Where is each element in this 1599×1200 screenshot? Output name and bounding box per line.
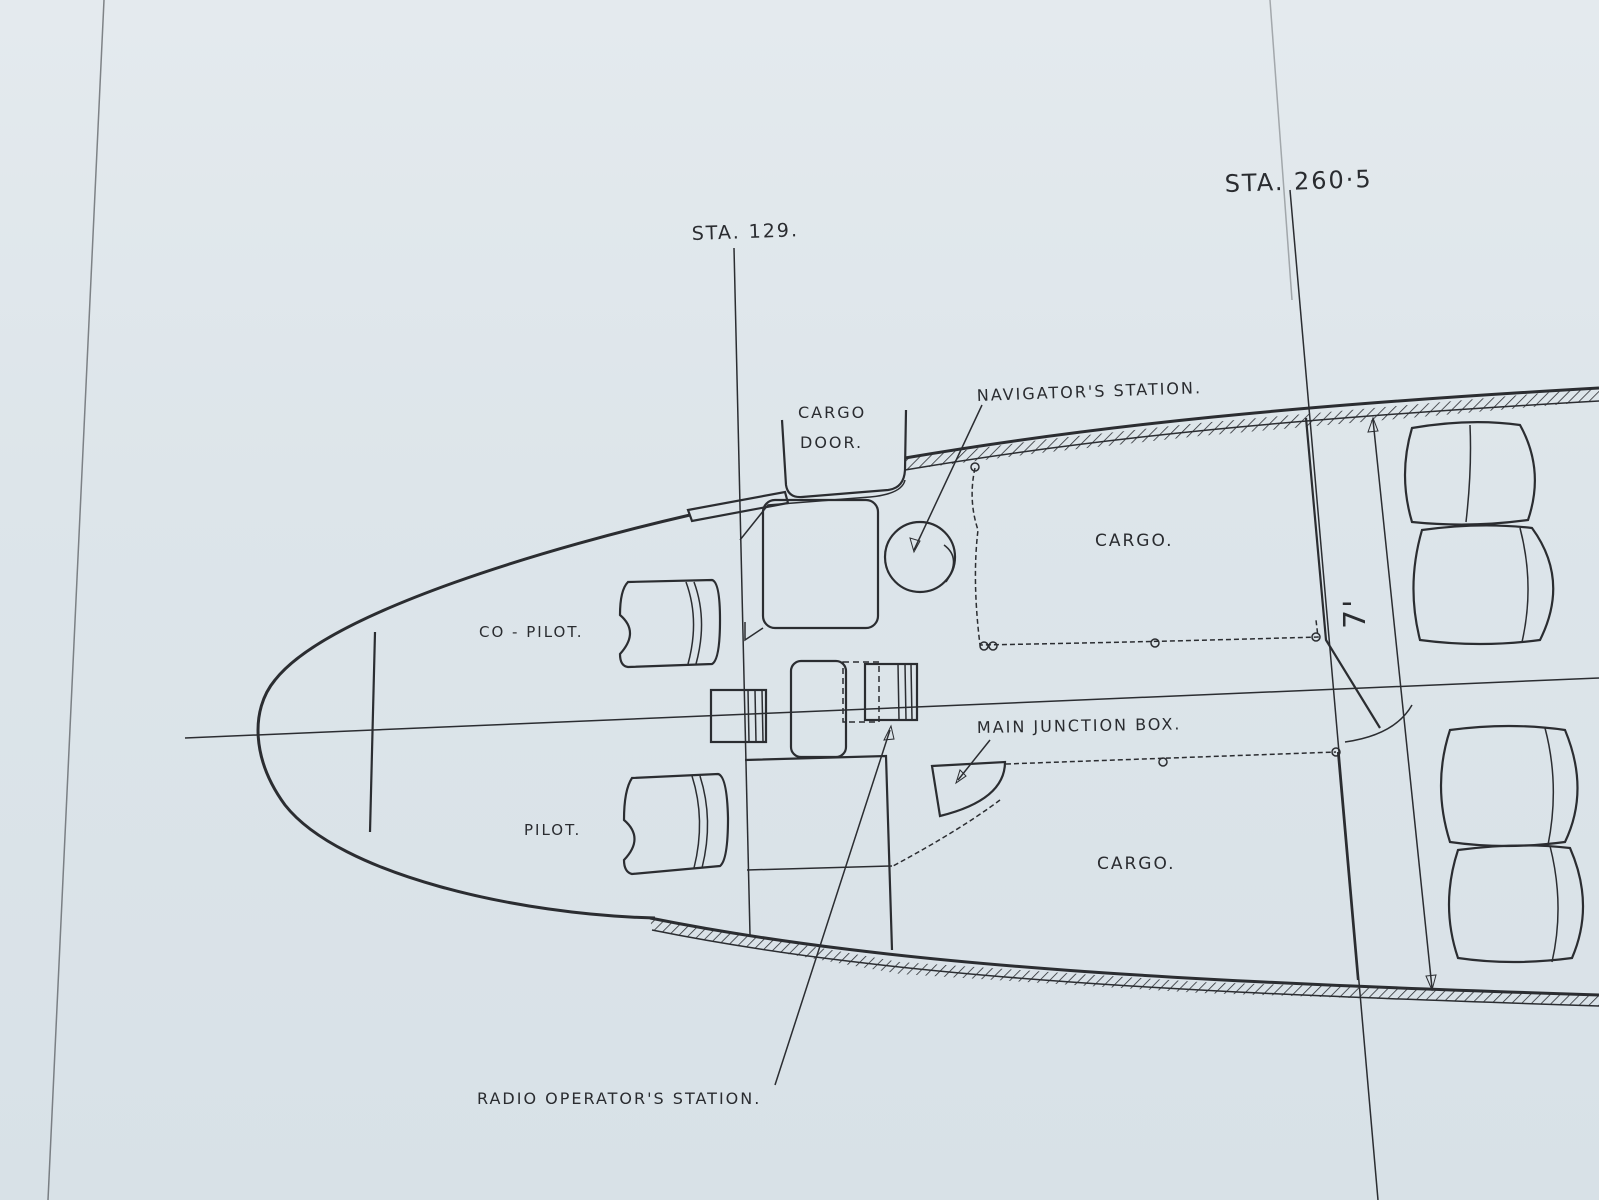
cabin-width-label: 7' [1338,598,1373,629]
navigator-seat [883,520,957,594]
station-line-260-5 [1289,189,1379,1200]
passenger-seat-upper-2 [1412,524,1555,646]
cargo-door-label-line-1: CARGO [798,403,866,422]
fuselage-outline [256,386,1599,1007]
co-pilot-label: CO - PILOT. [479,623,583,641]
pilot-seat [622,772,730,876]
passenger-seat-lower-1 [1439,724,1579,848]
passenger-seat-lower-2 [1447,844,1585,964]
station-label-260-5: STA. 260·5 [1224,165,1373,198]
center-console [709,688,768,744]
radio-operator-leader [774,729,891,1086]
station-line-129 [733,247,751,936]
junction-box-leader [957,739,991,781]
lower-cargo-bulkhead [1336,751,1360,981]
lower-cargo-label: CARGO. [1097,854,1176,874]
navigator-station-label: NAVIGATOR'S STATION. [976,378,1202,405]
upper-cargo-area [970,462,1321,651]
forward-cabinet [761,498,880,630]
sheet-border-lines [47,0,1293,1200]
aft-bulkhead [1304,417,1413,743]
upper-cargo-label: CARGO. [1095,531,1174,551]
co-pilot-seat [618,578,722,669]
centerline [184,677,1599,739]
cabin-width-dimension [1367,416,1437,992]
main-junction-box [892,747,1341,867]
navigator-leader [913,404,983,551]
station-label-129: STA. 129. [691,219,799,245]
pilot-label: PILOT. [524,821,581,839]
passenger-seat-upper-1 [1403,421,1536,526]
cargo-door-label-line-2: DOOR. [800,433,863,452]
radio-operator-station [744,659,919,951]
cargo-door [739,409,908,541]
radio-operator-station-label: RADIO OPERATOR'S STATION. [477,1089,761,1108]
main-junction-box-label: MAIN JUNCTION BOX. [977,714,1182,737]
